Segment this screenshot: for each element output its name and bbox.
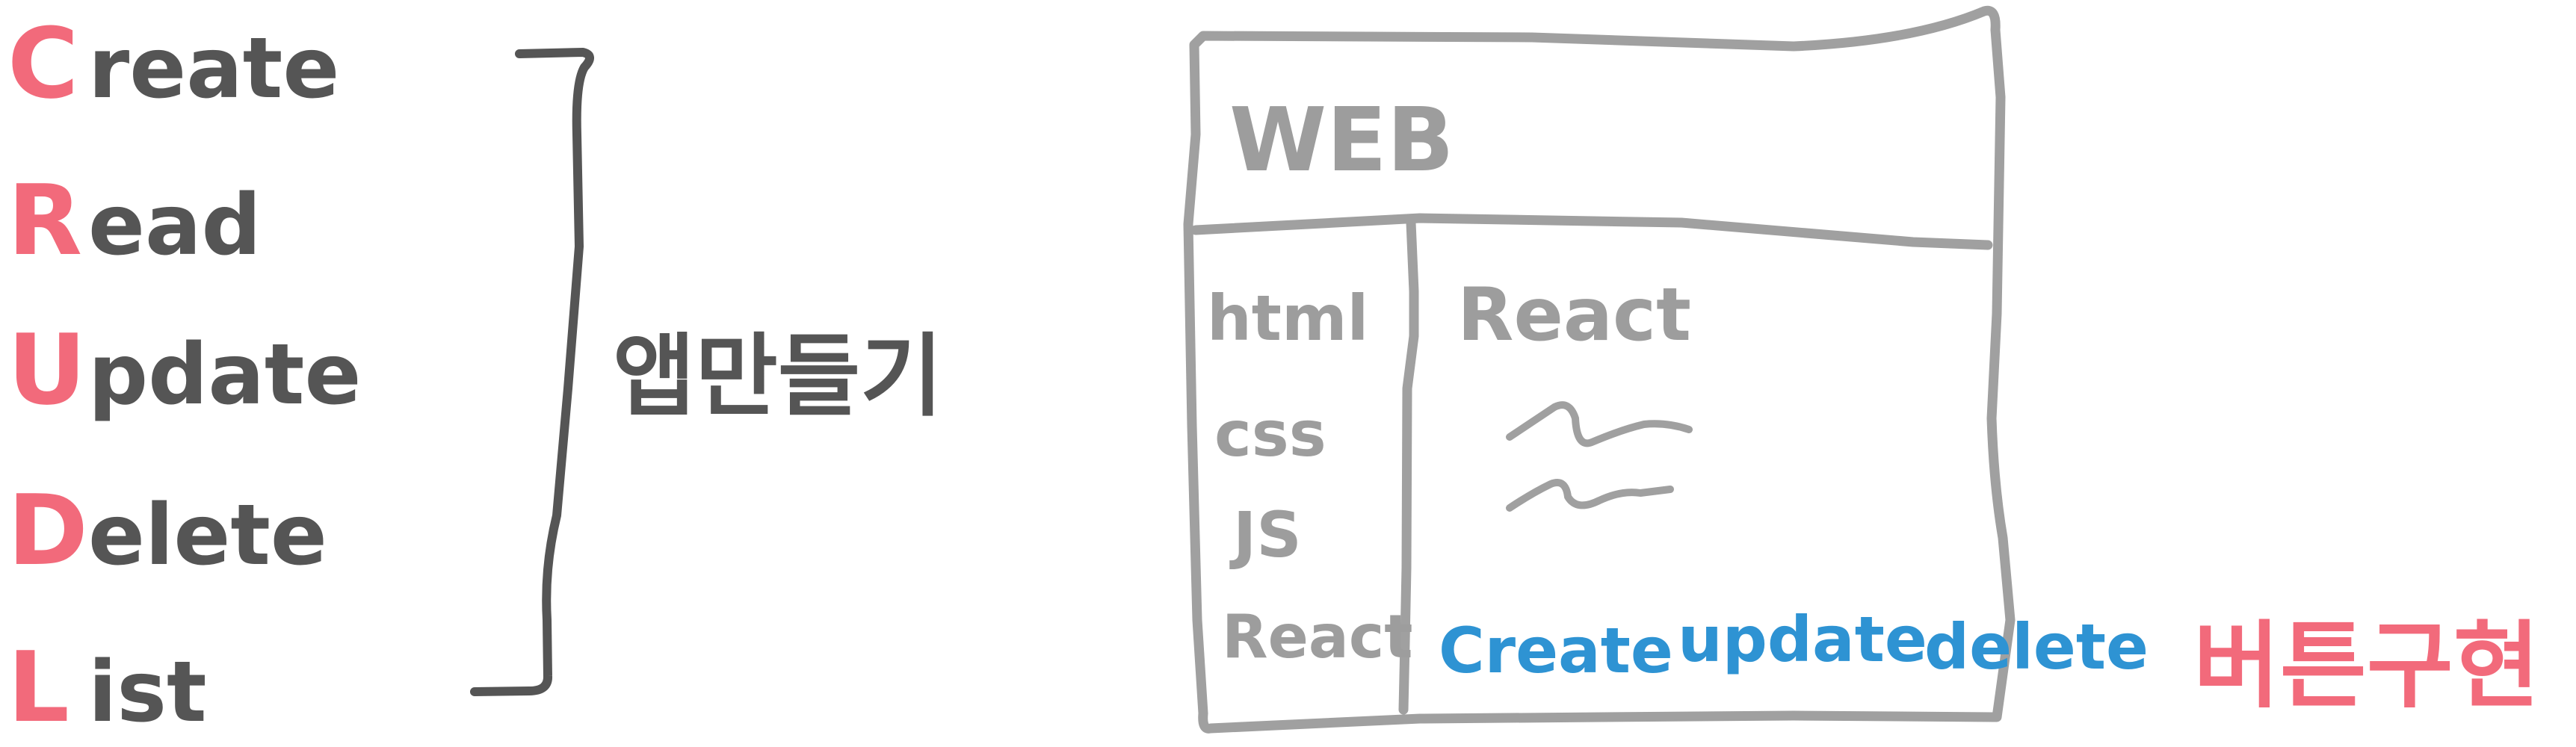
crud-item-list: L ist	[7, 630, 207, 744]
crud-rest: ist	[88, 644, 207, 741]
create-button[interactable]: Create	[1439, 614, 1673, 687]
web-wireframe: WEB html css JS React React Create updat…	[1183, 5, 2149, 734]
crud-list: C reate R ead U pdate D elete L ist	[7, 7, 361, 744]
web-sidebar-item-css: css	[1214, 397, 1326, 471]
web-sidebar-item-html: html	[1207, 282, 1368, 355]
web-sidebar-item-js: JS	[1229, 498, 1302, 571]
button-implementation-note: 버튼구현	[2193, 611, 2540, 721]
crud-item-update: U pdate	[7, 313, 361, 427]
content-squiggle-1	[1506, 401, 1693, 447]
bracket-label: 앱만들기	[613, 325, 943, 429]
crud-item-read: R ead	[7, 164, 262, 277]
crud-rest: elete	[88, 487, 327, 584]
delete-button[interactable]: delete	[1924, 610, 2149, 684]
content-squiggle-2	[1506, 479, 1674, 512]
crud-rest: ead	[88, 177, 262, 274]
crud-initial: C	[7, 7, 78, 120]
crud-item-create: C reate	[7, 7, 339, 120]
bracket	[470, 48, 594, 696]
web-sidebar-divider	[1398, 217, 1419, 715]
crud-initial: U	[7, 313, 87, 427]
web-header-title: WEB	[1229, 88, 1454, 191]
crud-initial: D	[7, 474, 88, 587]
crud-item-delete: D elete	[7, 474, 327, 587]
web-outer-frame	[1183, 5, 2016, 734]
crud-initial: L	[7, 630, 70, 744]
crud-rest: reate	[88, 20, 339, 117]
update-button[interactable]: update	[1678, 603, 1927, 676]
web-main-title: React	[1457, 273, 1691, 358]
web-header-divider	[1190, 213, 1993, 250]
web-sidebar-item-react: React	[1222, 602, 1413, 672]
crud-rest: pdate	[88, 326, 361, 424]
crud-initial: R	[7, 164, 82, 277]
